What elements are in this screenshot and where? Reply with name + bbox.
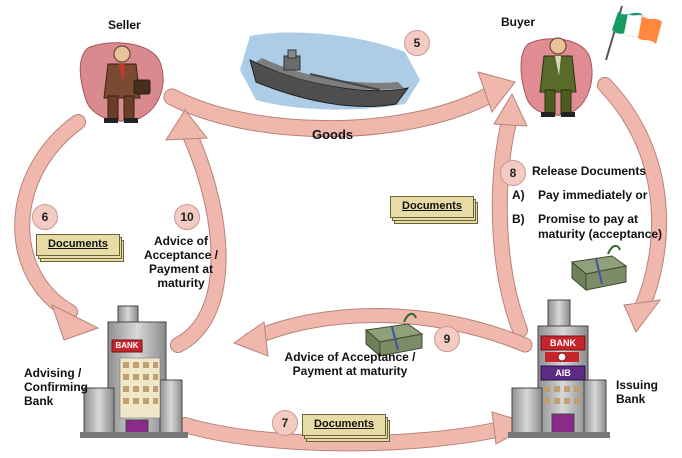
step10-line2: Acceptance / (143, 248, 219, 262)
money-stack-icon-step9 (364, 312, 424, 358)
arrow-issuing-bank-to-buyer (491, 92, 528, 338)
step9-line2: Payment at maturity (292, 364, 408, 378)
advising-bank-label-line3: Bank (24, 394, 54, 408)
issuing-bank-aib-sign: AIB (555, 368, 571, 378)
flag-picture (605, 5, 662, 61)
arrow-goods-seller-to-buyer (163, 71, 516, 138)
step-7-badge: 7 (272, 410, 298, 436)
advising-bank-label-line2: Confirming (24, 380, 88, 394)
seller-figure (79, 42, 164, 123)
goods-label: Goods (312, 127, 354, 142)
issuing-bank-label-line1: Issuing (616, 378, 659, 392)
issuing-bank-building (508, 299, 610, 438)
advising-bank-building (80, 305, 188, 438)
buyer-label: Buyer (501, 15, 536, 29)
option-a-marker: A) (512, 188, 525, 202)
step9-line1: Advice of Acceptance / (284, 350, 416, 364)
money-stack-icon-step8 (570, 244, 628, 292)
step10-line4: maturity (157, 276, 205, 290)
step-5-badge: 5 (404, 30, 430, 56)
step-8-badge: 8 (500, 160, 526, 186)
issuing-bank-sign: BANK (550, 338, 576, 348)
arrow-buyer-to-issuing-bank (597, 77, 668, 333)
arrow-advising-bank-to-seller (165, 109, 227, 353)
documents-stack-step8: Documents (390, 196, 478, 224)
advising-bank-label: Advising / Confirming Bank (24, 366, 88, 408)
seller-label: Seller (108, 18, 141, 32)
buyer-figure (520, 37, 593, 117)
arrow-seller-to-advising-bank (14, 114, 100, 341)
advising-bank-label-line1: Advising / (24, 366, 82, 380)
step-6-badge: 6 (32, 204, 58, 230)
option-b-text-line1: Promise to pay at (538, 212, 639, 226)
advice-acceptance-label-step9: Advice of Acceptance / Payment at maturi… (270, 350, 430, 378)
cargo-ship-picture (240, 32, 420, 110)
documents-stack-step7: Documents (302, 414, 390, 442)
documents-label-step7: Documents (314, 418, 374, 430)
step10-line1: Advice of (153, 234, 208, 248)
issuing-bank-label-line2: Bank (616, 392, 646, 406)
step10-line3: Payment at (148, 262, 214, 276)
advising-bank-sign: BANK (115, 341, 139, 350)
step-10-badge: 10 (174, 204, 200, 230)
arrow-issuing-to-advising-bank (232, 308, 533, 357)
advice-acceptance-label-step10: Advice of Acceptance / Payment at maturi… (140, 234, 222, 290)
documents-label-step6: Documents (48, 238, 108, 250)
option-b-text-line2: maturity (acceptance) (538, 227, 663, 241)
release-documents-title: Release Documents (532, 164, 647, 178)
option-b-marker: B) (512, 212, 525, 226)
documents-label-step8: Documents (402, 200, 462, 212)
step-9-badge: 9 (434, 326, 460, 352)
documents-stack-step6: Documents (36, 234, 124, 262)
issuing-bank-label: Issuing Bank (616, 378, 658, 406)
option-a-text: Pay immediately or (538, 188, 648, 202)
